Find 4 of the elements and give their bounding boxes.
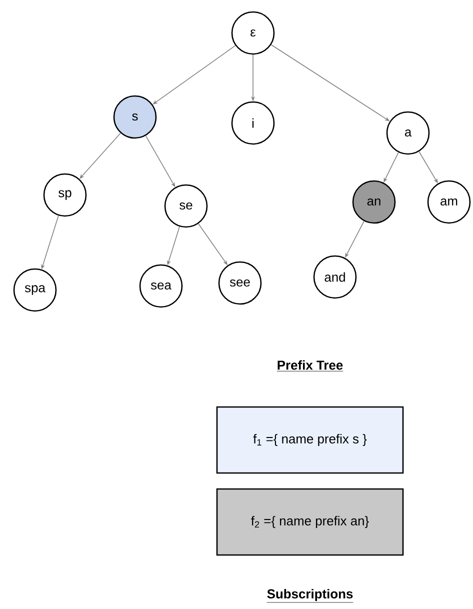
section-heading: Subscriptions <box>266 588 354 603</box>
subscription-box: f$_{2}$ ={ name prefix an} <box>216 488 404 556</box>
section-heading: Prefix Tree <box>276 360 344 372</box>
subscription-box: f$_{1}$ ={ name prefix s } <box>216 406 404 474</box>
